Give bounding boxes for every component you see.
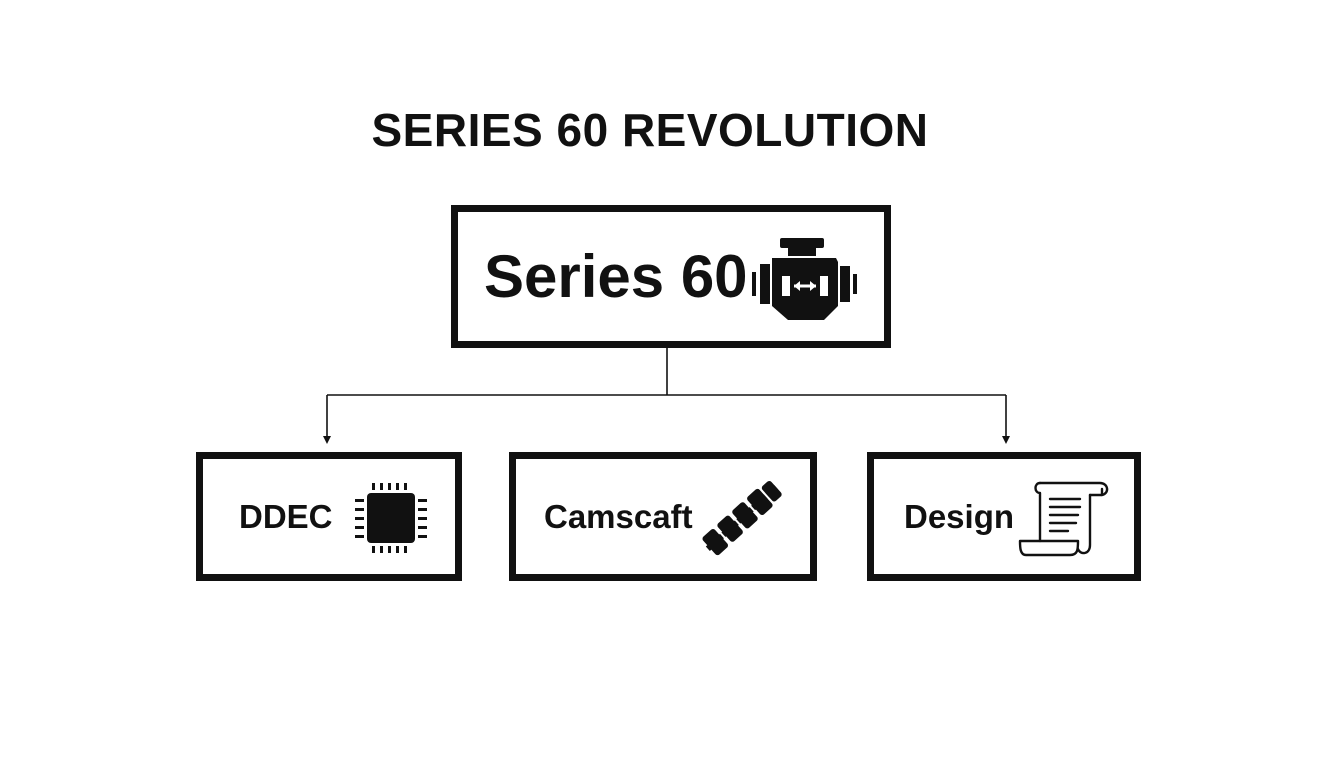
node-ddec: DDEC: [196, 452, 462, 581]
node-series-60: Series 60: [451, 205, 891, 348]
scroll-document-icon: [1018, 481, 1109, 557]
diagram-title: SERIES 60 REVOLUTION: [371, 104, 929, 156]
camshaft-icon: [702, 481, 782, 556]
node-design-label: Design: [904, 497, 1015, 535]
engine-icon: [752, 238, 857, 320]
node-design: Design: [867, 452, 1141, 581]
node-series-60-label: Series 60: [484, 242, 748, 310]
node-ddec-label: DDEC: [239, 497, 333, 535]
node-camscaft-label: Camscaft: [544, 497, 693, 535]
microchip-icon: [355, 483, 427, 553]
node-camscaft: Camscaft: [509, 452, 817, 581]
